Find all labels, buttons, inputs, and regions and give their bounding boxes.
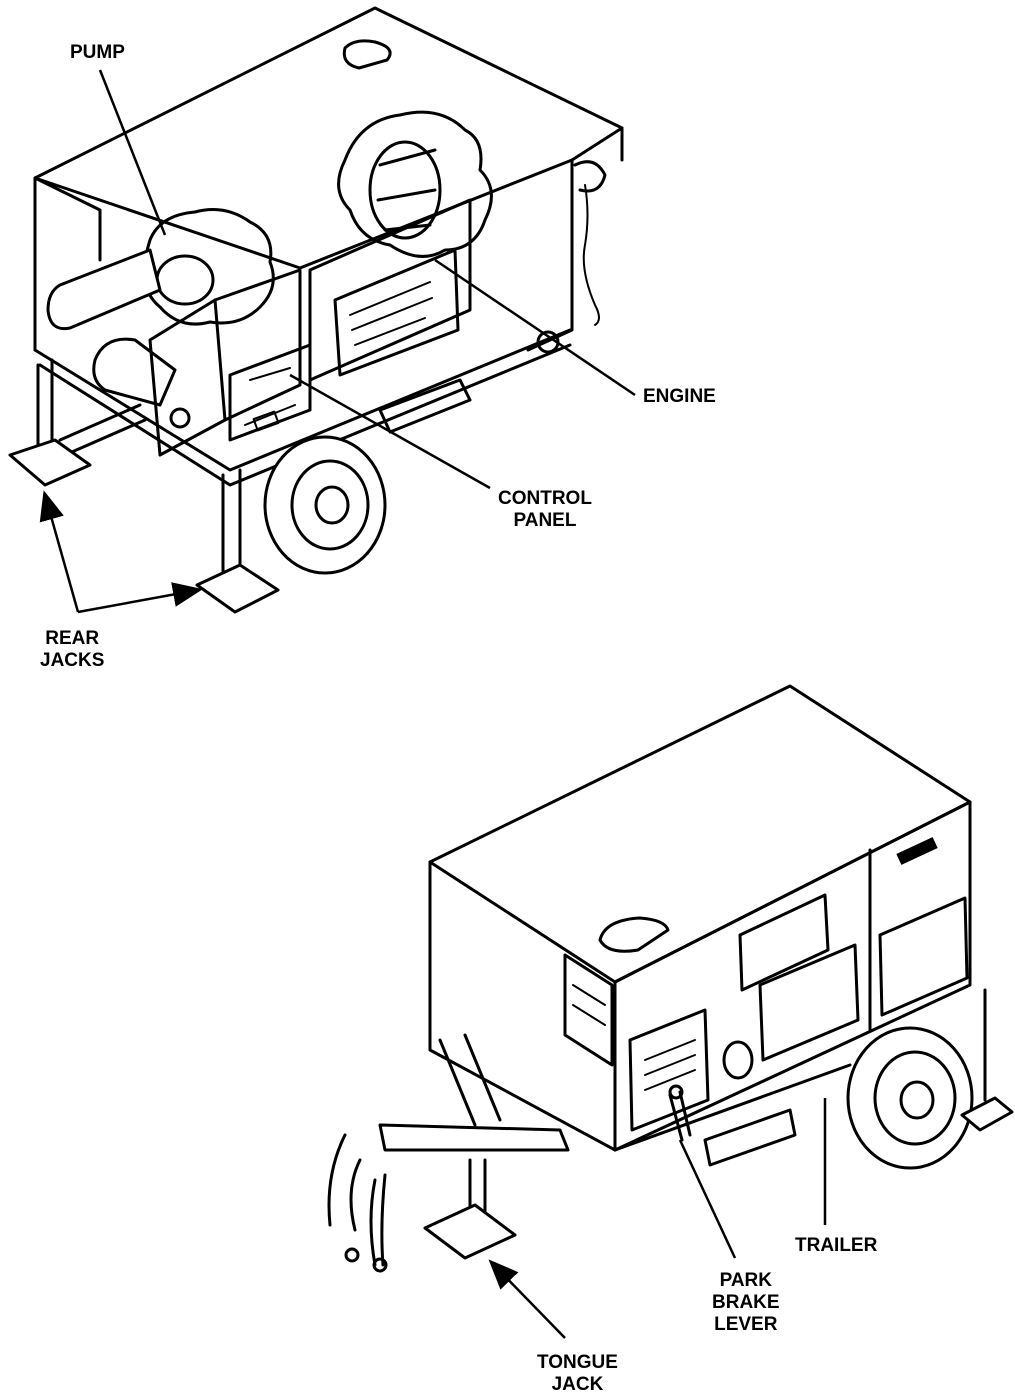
trailer-wheel-rim [873, 1050, 957, 1146]
rear-jack-left-pad [8, 438, 92, 487]
leader-lines [39, 69, 827, 1339]
control-cluster [758, 943, 860, 1062]
instruction-plate [738, 893, 830, 992]
safety-chain-2 [369, 1173, 387, 1267]
park-brake-lever-shape [668, 1090, 692, 1142]
pump-side-panel [213, 268, 302, 422]
label-trailer: TRAILER [795, 1235, 878, 1256]
label-rear-jacks: REAR JACKS [40, 628, 105, 671]
label-pump: PUMP [70, 42, 125, 63]
tongue-jack-pad [423, 1203, 517, 1260]
data-plate-lines [349, 281, 433, 346]
housing-front-face [613, 800, 972, 1152]
trailer-wheel-tire [846, 1026, 974, 1170]
safety-chains [327, 1133, 362, 1232]
frame-rail [33, 328, 572, 472]
housing-right-side [526, 126, 624, 352]
wheel-hub [314, 485, 350, 525]
pump-unit-open-view [8, 6, 624, 614]
label-tongue-jack: TONGUE JACK [537, 1352, 618, 1395]
trailer-wheel-hub [899, 1080, 935, 1120]
trailer-step [703, 1108, 797, 1167]
pump-casing [142, 208, 275, 326]
engine-flywheel-housing [368, 140, 442, 240]
pump-volute [155, 254, 215, 306]
rear-jack-right-tube [221, 468, 242, 577]
frame-rail-lower [38, 343, 572, 487]
chain-hook-2 [372, 1257, 388, 1273]
engine-data-plate [333, 248, 460, 377]
engine-bay-panel [308, 198, 472, 382]
safety-chain [582, 184, 600, 326]
roof-hatch [342, 39, 392, 70]
fuel-cap [722, 1040, 754, 1080]
housing-left-face [428, 860, 617, 1152]
right-rear-jack-pad [960, 1096, 1014, 1132]
vent-slots [572, 984, 606, 1026]
side-vent [563, 953, 614, 1067]
leader-tongue-jack [488, 1259, 566, 1339]
housing-left-end [33, 176, 102, 352]
tongue-beam [378, 1123, 570, 1152]
tongue-strut [438, 1033, 502, 1127]
label-engine: ENGINE [643, 386, 716, 407]
discharge-pipe [46, 248, 162, 331]
left-data-plate [628, 1008, 710, 1132]
step-bracket [378, 378, 472, 434]
lifting-eye [573, 160, 607, 193]
pump-unit-closed-view [327, 684, 1014, 1273]
rear-jack-left-tube [36, 358, 54, 452]
wheel-rim [290, 459, 370, 551]
leader-rear-jack-right [77, 582, 203, 614]
right-door-plate [878, 896, 969, 1017]
suction-hose [58, 403, 147, 457]
engine-fins [376, 148, 437, 232]
park-brake-knob [668, 1084, 684, 1100]
leader-rear-jack-left [39, 490, 80, 613]
label-control-panel: CONTROL PANEL [498, 488, 592, 531]
leader-park-brake [678, 1139, 737, 1259]
chain-hook-1 [344, 1247, 360, 1263]
control-panel-box [228, 343, 312, 442]
rear-jack-right-pad [195, 563, 280, 614]
drain-plug [169, 407, 191, 429]
trailer-frame-rail [613, 1063, 852, 1152]
data-plate-text [644, 1039, 696, 1091]
label-park-brake-lever: PARK BRAKE LEVER [712, 1270, 780, 1335]
engine-cutaway [337, 110, 493, 258]
leader-control-panel [289, 373, 491, 490]
nameplate-bar [896, 837, 938, 865]
control-gauge [252, 410, 280, 432]
leader-engine [434, 258, 636, 397]
leader-pump [98, 69, 167, 236]
housing-roof [33, 6, 624, 270]
control-panel-details [244, 367, 296, 426]
top-hatch [598, 916, 670, 953]
